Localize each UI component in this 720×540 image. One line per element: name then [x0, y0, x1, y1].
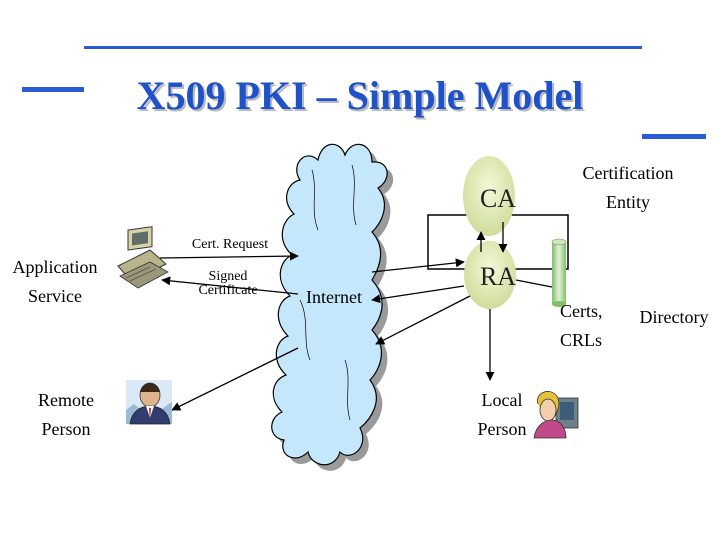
- local-person-line-2: Person: [477, 419, 527, 439]
- certification-entity-line-2: Entity: [606, 192, 650, 212]
- top-accent-bar: [84, 46, 642, 49]
- slide-title: X509 PKI – Simple Model: [136, 73, 584, 118]
- certs-crls-label: Certs, CRLs: [560, 297, 620, 355]
- right-accent-bar: [642, 134, 706, 139]
- signed-certificate-line-1: Signed: [208, 269, 248, 284]
- signed-certificate-label: Signed Certificate: [186, 270, 270, 298]
- local-person-label: Local Person: [460, 386, 544, 444]
- directory-label: Directory: [639, 307, 709, 327]
- computer-icon: [117, 226, 169, 289]
- certs-crls-line-2: CRLs: [560, 330, 603, 350]
- ca-label: CA: [479, 184, 517, 213]
- remote-person-line-2: Person: [41, 419, 91, 439]
- ca-node: [463, 156, 515, 236]
- local-person-icon: [533, 391, 579, 439]
- cloud-icon: [271, 143, 388, 466]
- ra-node: [464, 241, 516, 309]
- directory-cylinder-icon: [551, 238, 567, 307]
- signed-certificate-line-2: Certificate: [198, 283, 258, 298]
- left-accent-bar: [22, 87, 84, 92]
- local-person-line-1: Local: [481, 390, 523, 410]
- ra-label: RA: [479, 262, 517, 291]
- internet-label: Internet: [306, 287, 362, 307]
- certs-crls-line-1: Certs,: [560, 301, 603, 321]
- application-service-line-1: Application: [12, 257, 98, 277]
- remote-person-line-1: Remote: [38, 390, 94, 410]
- cert-request-label: Cert. Request: [191, 237, 269, 252]
- application-service-label: Application Service: [2, 253, 108, 311]
- application-service-line-2: Service: [28, 286, 82, 306]
- certification-entity-label: Certification Entity: [548, 159, 708, 217]
- remote-person-label: Remote Person: [20, 386, 112, 444]
- certification-entity-line-1: Certification: [582, 163, 674, 183]
- remote-person-icon: [126, 380, 172, 425]
